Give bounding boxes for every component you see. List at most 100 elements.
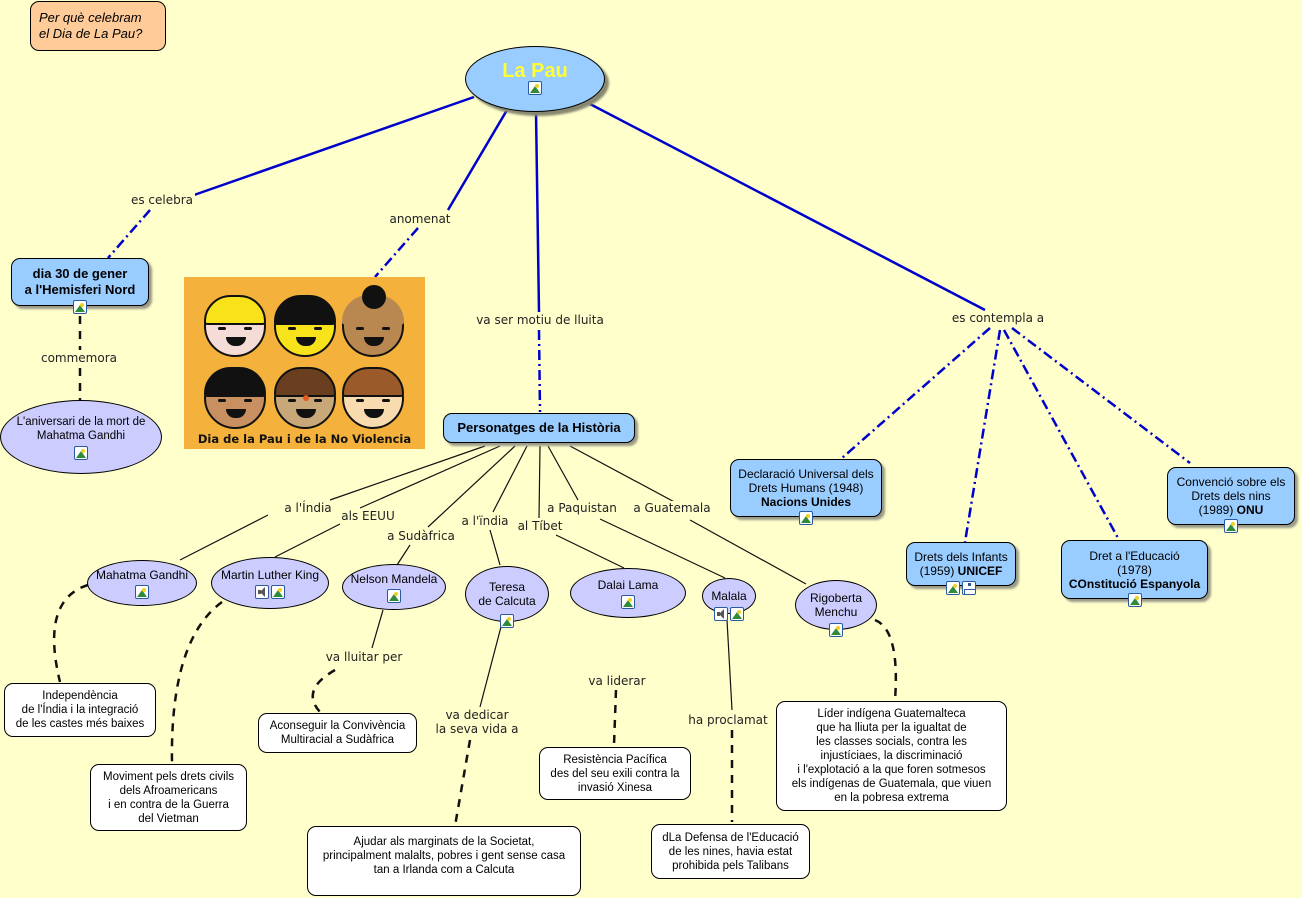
concept-line: Teresa — [488, 580, 526, 594]
concept-nelson-mandela[interactable]: Nelson Mandela — [342, 564, 446, 610]
concept-line: els indígenas de Guatemala, que viuen — [791, 778, 992, 790]
root-label: La Pau — [502, 59, 568, 82]
image-icon[interactable] — [74, 445, 88, 460]
sound-icon[interactable] — [714, 607, 728, 621]
image-icon[interactable] — [387, 588, 401, 603]
concept-line: de les castes més baixes — [15, 718, 145, 730]
concept-teresa-de-calcuta[interactable]: Teresa de Calcuta — [465, 566, 549, 628]
concept-martin-luther-king[interactable]: Martin Luther King — [211, 557, 329, 609]
concept-label: Personatges de la Història — [457, 420, 621, 435]
root-concept-la-pau[interactable]: La Pau — [465, 46, 605, 112]
concept-line: Ajudar als marginats de la Societat, — [353, 836, 535, 848]
link-label-lluitar: va lluitar per — [323, 650, 405, 664]
concept-line: i l'explotació a la que foren sotmesos — [797, 764, 986, 776]
concept-convencio-drets-nins[interactable]: Convenció sobre els Drets dels nins (198… — [1167, 467, 1295, 533]
link-contempla-declaracio — [841, 327, 991, 459]
link-root-motiu — [534, 111, 541, 313]
concept-line-bold: Nacions Unides — [760, 495, 852, 509]
link-es-celebra-dia30 — [107, 209, 151, 259]
image-icon[interactable] — [500, 614, 514, 628]
concept-declaracio-universal[interactable]: Declaració Universal dels Drets Humans (… — [730, 459, 882, 525]
image-icon[interactable] — [528, 80, 542, 95]
image-icon[interactable] — [1224, 519, 1238, 533]
image-icon[interactable] — [1127, 593, 1142, 607]
concept-line: Drets dels nins — [1191, 489, 1271, 503]
concept-line: dLa Defensa de l'Educació — [662, 831, 799, 844]
concept-line: (1989) — [1198, 503, 1237, 517]
image-icon[interactable] — [799, 511, 813, 525]
link-label-es-celebra: es celebra — [128, 193, 196, 207]
child-face-icon — [342, 285, 404, 357]
concept-line: Aconseguir la Convivència — [269, 720, 406, 732]
image-icon[interactable] — [135, 584, 149, 599]
concept-dret-educacio[interactable]: Dret a l'Educació (1978) COnstitució Esp… — [1061, 540, 1208, 607]
concept-lider-indigena[interactable]: Líder indígena Guatemalteca que ha lliut… — [776, 701, 1007, 811]
concept-line: de l'Índia i la integració — [21, 704, 139, 716]
concept-map-icon[interactable] — [962, 581, 976, 595]
image-icon[interactable] — [621, 594, 635, 609]
link-anomenat-poster — [374, 227, 419, 278]
concept-line: de les nines, havia estat — [668, 845, 793, 858]
link-root-anomenat — [446, 109, 509, 211]
concept-dalai-lama[interactable]: Dalai Lama — [570, 568, 686, 618]
concept-mahatma-gandhi[interactable]: Mahatma Gandhi — [87, 560, 197, 606]
link-label-contempla: es contempla a — [949, 311, 1047, 325]
concept-line: Mahatma Gandhi — [36, 429, 126, 442]
concept-line: Rigoberta — [809, 591, 863, 605]
image-icon[interactable] — [271, 584, 285, 599]
link-label-commemora: commemora — [38, 351, 120, 365]
concept-line: en la pobresa extrema — [834, 792, 949, 804]
concept-line: injustíciaes, la discriminació — [820, 750, 963, 762]
image-icon[interactable] — [829, 623, 843, 637]
image-icon[interactable] — [73, 300, 87, 314]
concept-line: que ha lliuta per la igualtat de — [816, 722, 967, 734]
concept-rigoberta-menchu[interactable]: Rigoberta Menchu — [795, 580, 877, 637]
link-label-paquistan: a Paquistan — [545, 501, 619, 515]
link-label-dedicar-2: la seva vida a — [435, 722, 519, 736]
concept-label: Martin Luther King — [220, 567, 320, 582]
link-label-guatemala: a Guatemala — [631, 501, 713, 515]
child-face-icon — [342, 367, 404, 429]
concept-malala[interactable]: Malala — [702, 578, 756, 621]
focus-question-line-2: el Dia de La Pau? — [39, 26, 143, 41]
link-root-contempla — [589, 102, 986, 312]
sound-icon[interactable] — [255, 584, 269, 599]
concept-label: Dalai Lama — [597, 577, 659, 592]
link-label-tibet: al Tíbet — [515, 519, 565, 533]
concept-line: (1959) — [919, 564, 958, 578]
link-label-sudafrica: a Sudàfrica — [385, 529, 457, 543]
concept-line: des del seu exili contra la — [550, 767, 680, 780]
link-contempla-educacio — [1002, 329, 1120, 539]
concept-line: Moviment pels drets civils — [102, 770, 234, 783]
concept-moviment-drets-civils[interactable]: Moviment pels drets civils dels Afroamer… — [90, 764, 247, 831]
concept-ajudar-marginats[interactable]: Ajudar als marginats de la Societat, pri… — [307, 826, 581, 896]
concept-drets-infants[interactable]: Drets dels Infants (1959) UNICEF — [906, 542, 1016, 595]
concept-line: Drets Humans (1948) — [748, 481, 864, 495]
concept-defensa-educacio[interactable]: dLa Defensa de l'Educació de les nines, … — [651, 824, 810, 879]
concept-line-bold: UNICEF — [957, 564, 1003, 578]
concept-line: Declaració Universal dels — [738, 467, 874, 481]
concept-line: a l'Hemisferi Nord — [24, 282, 136, 297]
poster-image-dia-de-la-pau[interactable]: Dia de la Pau i de la No Violencia — [184, 277, 425, 449]
concept-line: tan a Irlanda com a Calcuta — [373, 864, 515, 876]
concept-convivencia-multiracial[interactable]: Aconseguir la Convivència Multiracial a … — [258, 713, 417, 753]
child-face-icon — [274, 295, 336, 357]
concept-line-bold: COnstitució Espanyola — [1068, 576, 1201, 591]
concept-aniversari-mort-gandhi[interactable]: L'aniversari de la mort de Mahatma Gandh… — [0, 400, 162, 474]
link-label-anomenat: anomenat — [387, 212, 453, 226]
concept-line: dels Afroamericans — [119, 784, 218, 797]
focus-question-line-1: Per què celebram — [39, 10, 142, 25]
focus-question[interactable]: Per què celebram el Dia de La Pau? — [30, 1, 166, 51]
image-icon[interactable] — [946, 581, 960, 595]
concept-dia-30-gener[interactable]: dia 30 de gener a l'Hemisferi Nord — [11, 258, 149, 314]
concept-label: Mahatma Gandhi — [95, 567, 189, 582]
concept-line-bold: ONU — [1236, 503, 1264, 517]
concept-personatges-historia[interactable]: Personatges de la Història — [443, 413, 635, 443]
concept-line: Multiracial a Sudàfrica — [280, 734, 395, 746]
link-label-liderar: va liderar — [586, 674, 648, 688]
poster-caption: Dia de la Pau i de la No Violencia — [197, 432, 412, 446]
image-icon[interactable] — [730, 607, 744, 621]
concept-resistencia-pacifica[interactable]: Resistència Pacífica des del seu exili c… — [539, 747, 691, 800]
concept-independencia-india[interactable]: Independència de l'Índia i la integració… — [4, 683, 156, 737]
concept-line: les classes socials, contra les — [816, 736, 967, 748]
